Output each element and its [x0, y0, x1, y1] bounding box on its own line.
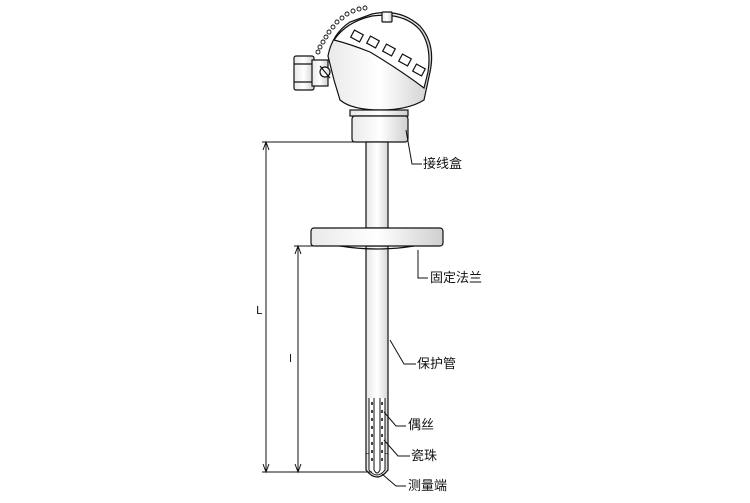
box-neck	[349, 109, 409, 117]
dimension-insertion-length	[294, 244, 340, 474]
dimension-label-total-length: L	[256, 304, 263, 317]
ceramic-beads	[371, 402, 383, 461]
dimension-total-length	[262, 140, 372, 474]
junction-box	[293, 11, 433, 143]
lid-knob	[381, 11, 393, 23]
leader-protection-tube	[389, 339, 416, 365]
bead-chain	[315, 5, 368, 55]
leader-bead	[383, 439, 410, 457]
label-measuring-end: 测量端	[408, 479, 448, 494]
leader-wire	[383, 411, 406, 427]
label-fixed-flange: 固定法兰	[430, 271, 483, 286]
box-collar	[351, 115, 409, 143]
label-protection-tube: 保护管	[417, 357, 457, 372]
label-junction-box: 接线盒	[423, 157, 463, 172]
lid-vents	[349, 29, 427, 77]
leader-junction-box	[405, 129, 422, 165]
label-ceramic-bead: 瓷珠	[411, 449, 438, 464]
thermocouple-insert	[368, 398, 386, 476]
leader-measuring-end	[381, 473, 406, 487]
label-thermocouple-wire: 偶丝	[408, 418, 435, 433]
fixed-flange	[310, 227, 444, 250]
wing-screw	[319, 65, 331, 79]
leader-flange	[417, 250, 428, 279]
leader-lines	[381, 129, 428, 487]
dimension-label-insertion-length: l	[289, 352, 293, 365]
